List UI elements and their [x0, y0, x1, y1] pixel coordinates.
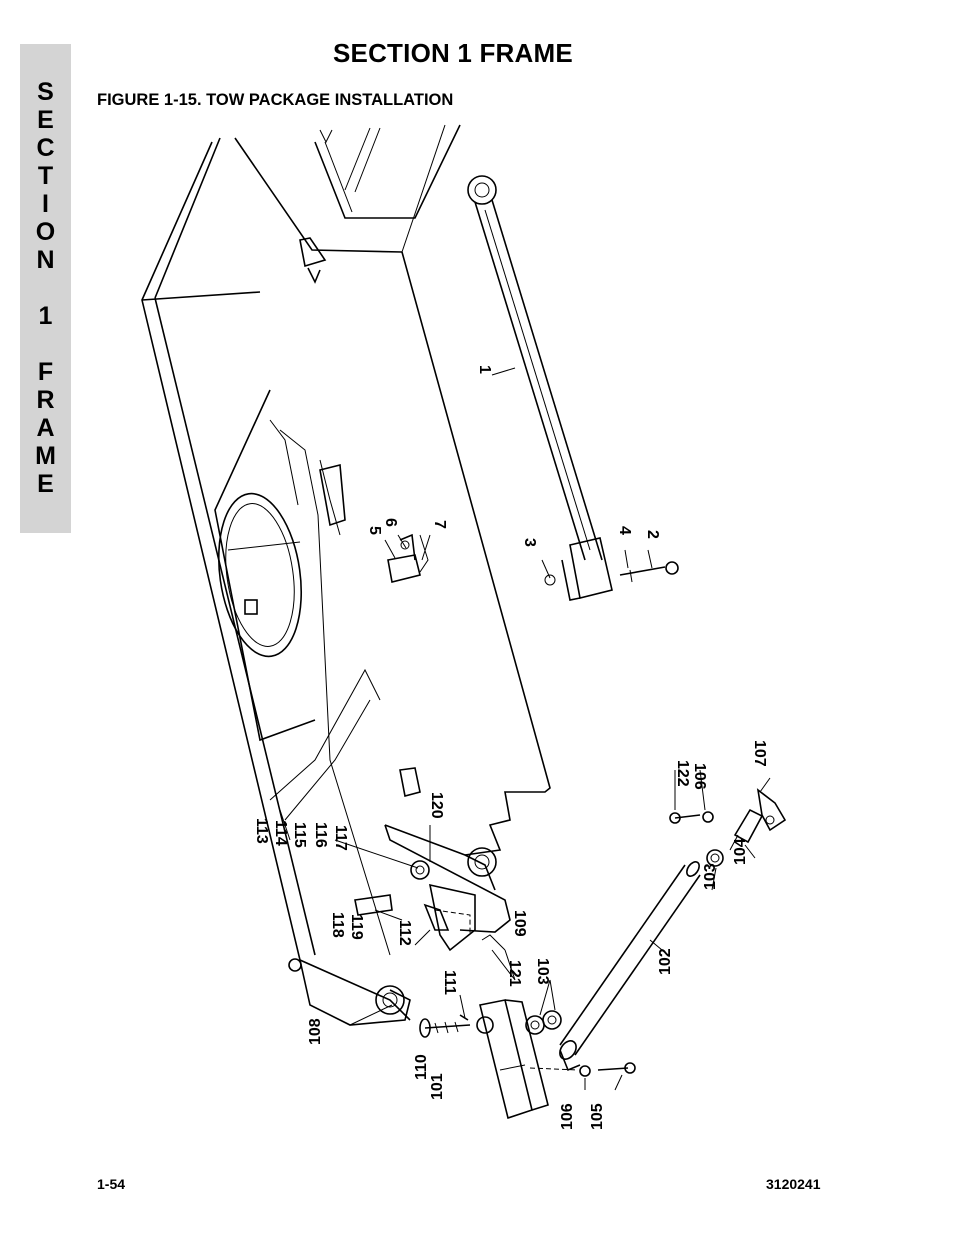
- callout-107: 107: [751, 740, 768, 767]
- callout-106-lower: 106: [559, 1103, 576, 1130]
- callout-3: 3: [521, 538, 538, 547]
- callout-6: 6: [382, 518, 399, 527]
- side-tab-letter: 1: [38, 302, 53, 330]
- side-tab-letter: [20, 274, 71, 302]
- callout-1: 1: [476, 365, 493, 374]
- callout-122: 122: [674, 760, 691, 787]
- callout-119: 119: [348, 914, 365, 940]
- leader-lines: [334, 367, 771, 1091]
- callout-101: 101: [429, 1073, 446, 1100]
- side-tab-letter: N: [36, 246, 55, 274]
- callout-105: 105: [589, 1103, 606, 1130]
- callout-111: 111: [441, 970, 458, 995]
- side-tab-letter: F: [37, 358, 54, 386]
- document-number: 3120241: [766, 1176, 821, 1192]
- figure-title: FIGURE 1-15. TOW PACKAGE INSTALLATION: [97, 91, 454, 109]
- callout-114: 114: [272, 820, 289, 846]
- callout-2: 2: [644, 530, 661, 539]
- callout-117: 117: [332, 825, 349, 851]
- callout-102: 102: [657, 948, 674, 975]
- tow-package-drawing: 1 2 3 4 5 6 7 101 102 103 103 104 105 10…: [141, 124, 787, 1130]
- torsion-bar: [467, 175, 679, 601]
- callout-5: 5: [366, 526, 383, 535]
- callout-113: 113: [253, 818, 270, 844]
- frame-body: [141, 124, 551, 1026]
- side-tab-letter: M: [35, 442, 56, 470]
- side-tab-letter: T: [37, 162, 54, 190]
- tow-pin-clip: [387, 533, 429, 583]
- side-tab-letter: S: [37, 78, 54, 106]
- callout-106-upper: 106: [691, 763, 708, 790]
- callout-103-lower: 103: [534, 958, 551, 985]
- section-side-tab: S E C T I O N 1 F R A M E: [20, 44, 71, 533]
- side-tab-letter: [20, 330, 71, 358]
- callout-108: 108: [307, 1018, 324, 1045]
- callout-103-upper: 103: [702, 863, 719, 890]
- side-tab-letter: E: [37, 106, 54, 134]
- callout-7: 7: [431, 520, 448, 529]
- side-tab-letter: A: [36, 414, 55, 442]
- callout-116: 116: [312, 822, 329, 848]
- side-tab-letter: I: [42, 190, 49, 218]
- page-number: 1-54: [97, 1176, 126, 1192]
- callout-4: 4: [616, 526, 633, 535]
- callout-109: 109: [511, 910, 528, 937]
- tow-bar: [525, 788, 787, 1077]
- callout-110: 110: [413, 1054, 430, 1080]
- callout-112: 112: [396, 920, 413, 946]
- section-title: SECTION 1 FRAME: [333, 38, 573, 68]
- callout-104: 104: [732, 838, 749, 865]
- callout-118: 118: [329, 912, 346, 938]
- callout-120: 120: [428, 792, 445, 819]
- side-tab-letter: R: [36, 386, 55, 414]
- side-tab-letter: C: [36, 134, 55, 162]
- callout-labels: 1 2 3 4 5 6 7 101 102 103 103 104 105 10…: [253, 365, 768, 1130]
- callout-121: 121: [506, 960, 523, 987]
- side-tab-letters: S E C T I O N 1 F R A M E: [20, 78, 71, 498]
- callout-115: 115: [291, 822, 308, 848]
- side-tab-letter: E: [37, 470, 54, 498]
- hitch-block: [419, 999, 549, 1120]
- side-tab-letter: O: [35, 218, 56, 246]
